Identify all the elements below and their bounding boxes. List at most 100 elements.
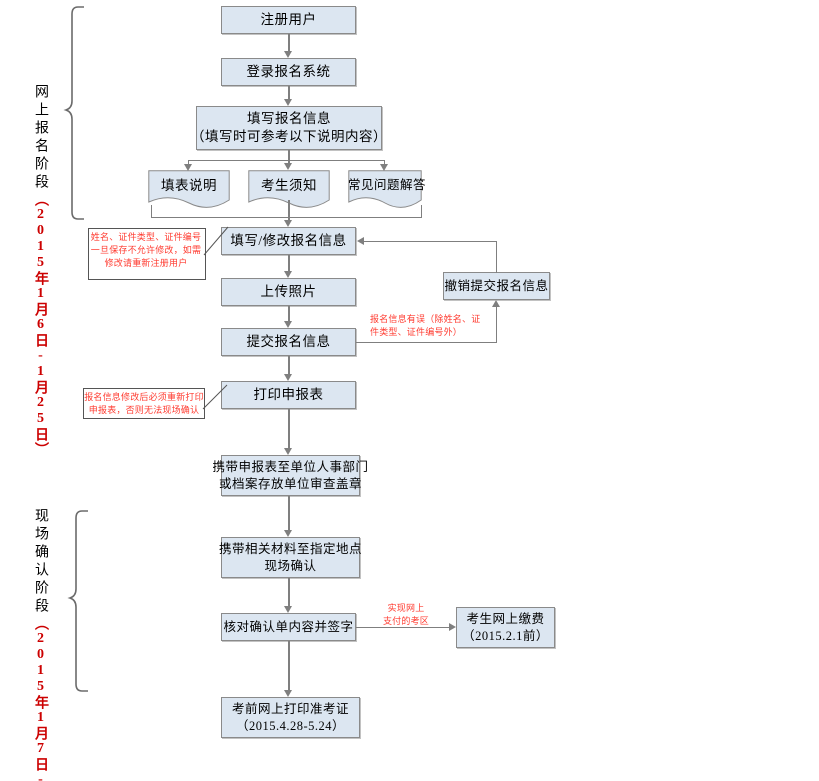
node-fill-info[interactable]: 填写报名信息 （填写时可参考以下说明内容）: [191, 106, 387, 150]
arrowhead-down: [283, 448, 292, 455]
stage-2-name: 现场确认阶段: [33, 508, 48, 616]
arrowhead-down: [380, 164, 388, 171]
arrowhead-down: [283, 374, 292, 381]
node-label: 核对确认单内容并签字: [223, 619, 354, 634]
connector-fillmodify-to-upload: [288, 255, 290, 271]
connector-submit-to-cancel-v: [496, 307, 497, 342]
connector-fillinfo-down: [288, 150, 290, 160]
node-fill-modify[interactable]: 填写/修改报名信息: [221, 227, 356, 255]
arrowhead-down: [283, 606, 292, 613]
note-line: 姓名、证件类型、证件编号: [90, 232, 202, 242]
note-identity-locked: 姓名、证件类型、证件编号 一旦保存不允许修改，如需 修改请重新注册用户: [84, 231, 208, 270]
note-line: 一旦保存不允许修改，如需: [90, 245, 202, 256]
note-line: 件类型、证件编号外）: [370, 327, 463, 338]
connector-login-to-fillinfo: [288, 86, 290, 99]
node-upload-photo[interactable]: 上传照片: [221, 278, 356, 306]
arrowhead-down: [283, 530, 292, 537]
node-label: 考前网上打印准考证: [231, 701, 349, 716]
note-line: 实现网上: [387, 603, 425, 613]
leader-line-identity-locked: [203, 226, 229, 256]
node-label: 打印申报表: [253, 386, 324, 402]
node-doc-form-help[interactable]: 填表说明: [148, 170, 230, 210]
connector-merge-bus: [151, 217, 422, 218]
note-line: 修改请重新注册用户: [104, 258, 188, 269]
connector-register-to-login: [288, 34, 290, 51]
connector-cancel-to-fillmodify-v: [496, 241, 497, 273]
node-onsite-confirm[interactable]: 携带相关材料至指定地点 现场确认: [219, 537, 363, 578]
connector-hr-to-onsite: [288, 496, 290, 530]
note-line: 支付的考区: [382, 616, 429, 627]
connector-cancel-to-fillmodify-h: [364, 241, 497, 242]
connector-print-to-hr: [288, 409, 290, 448]
arrowhead-right: [449, 623, 456, 631]
note-info-error: 报名信息有误（除姓名、证 件类型、证件编号外）: [370, 313, 498, 339]
note-line: 报名信息有误（除姓名、证: [370, 314, 481, 324]
connector-submit-to-cancel-h: [356, 342, 497, 343]
node-login-system[interactable]: 登录报名系统: [221, 58, 356, 86]
node-register-user[interactable]: 注册用户: [221, 6, 356, 34]
node-hr-review[interactable]: 携带申报表至单位人事部门 或档案存放单位审查盖章: [213, 455, 368, 496]
arrowhead-down: [184, 164, 192, 171]
node-doc-notice[interactable]: 考生须知: [248, 170, 330, 210]
node-sublabel: （2015.2.1前）: [462, 628, 549, 643]
node-label: 考生网上缴费: [466, 611, 545, 626]
node-label: 登录报名系统: [246, 63, 331, 79]
connector-verify-to-payment: [356, 627, 449, 628]
arrowhead-down: [283, 51, 292, 58]
node-label: 上传照片: [260, 283, 317, 299]
arrowhead-down: [283, 220, 292, 227]
node-label: 携带相关材料至指定地点: [219, 541, 363, 556]
connector-upload-to-submit: [288, 306, 290, 321]
arrowhead-down: [283, 321, 292, 328]
stage-label-onsite-confirmation: 现场确认阶段（2015年1月7日-1月28日）: [30, 508, 50, 781]
stage-2-date: （2015年1月7日-1月28日）: [33, 616, 48, 781]
node-label: 携带申报表至单位人事部门: [212, 459, 369, 474]
leader-line-reprint-required: [202, 384, 228, 410]
connector-verify-to-admission: [288, 641, 290, 690]
connector-split-right: [384, 160, 385, 166]
node-sublabel: 现场确认: [264, 558, 317, 573]
connector-merge-left: [151, 205, 152, 217]
node-online-payment[interactable]: 考生网上缴费 （2015.2.1前）: [456, 607, 555, 648]
node-sublabel: 或档案存放单位审查盖章: [219, 476, 363, 491]
stage-1-brace: [63, 6, 84, 220]
node-cancel-submit[interactable]: 撤销提交报名信息: [443, 272, 550, 300]
connector-merge-right: [421, 205, 422, 217]
stage-2-brace: [67, 510, 88, 692]
connector-submit-to-print: [288, 356, 290, 374]
connector-split-mid: [288, 160, 290, 164]
arrowhead-left: [357, 237, 364, 245]
arrowhead-down: [283, 271, 292, 278]
arrowhead-up: [492, 300, 500, 307]
node-label: 填表说明: [161, 178, 217, 193]
node-verify-sign[interactable]: 核对确认单内容并签字: [221, 613, 356, 641]
note-online-pay-region: 实现网上 支付的考区: [370, 602, 442, 628]
node-sublabel: （2015.4.28-5.24）: [235, 718, 346, 733]
node-label: 填写报名信息: [247, 110, 331, 126]
node-print-form[interactable]: 打印申报表: [221, 381, 356, 409]
note-line: 报名信息修改后必须重新打印: [84, 392, 204, 402]
node-label: 填写/修改报名信息: [230, 232, 347, 248]
stage-1-name: 网上报名阶段: [33, 84, 48, 192]
connector-onsite-to-verify: [288, 578, 290, 606]
node-label: 撤销提交报名信息: [444, 278, 549, 293]
note-box-reprint-required: [83, 388, 205, 419]
arrowhead-down: [283, 690, 292, 697]
node-label: 提交报名信息: [246, 333, 331, 349]
connector-merge-to-fillmodify: [288, 200, 290, 220]
stage-label-online-registration: 网上报名阶段（2015年1月6日-1月25日）: [30, 84, 50, 457]
note-reprint-required: 报名信息修改后必须重新打印 申报表，否则无法现场确认: [80, 391, 208, 417]
node-label: 考生须知: [261, 178, 317, 193]
note-line: 申报表，否则无法现场确认: [88, 405, 200, 416]
connector-split-left: [188, 160, 189, 166]
node-doc-faq[interactable]: 常见问题解答: [348, 170, 427, 210]
stage-1-date: （2015年1月6日-1月25日）: [33, 192, 48, 457]
arrowhead-down: [283, 163, 292, 170]
node-label: 注册用户: [260, 11, 317, 27]
node-print-admission[interactable]: 考前网上打印准考证 （2015.4.28-5.24）: [221, 697, 360, 738]
node-label: 常见问题解答: [348, 178, 427, 192]
node-sublabel: （填写时可参考以下说明内容）: [191, 129, 387, 144]
node-submit-info[interactable]: 提交报名信息: [221, 328, 356, 356]
arrowhead-down: [283, 99, 292, 106]
